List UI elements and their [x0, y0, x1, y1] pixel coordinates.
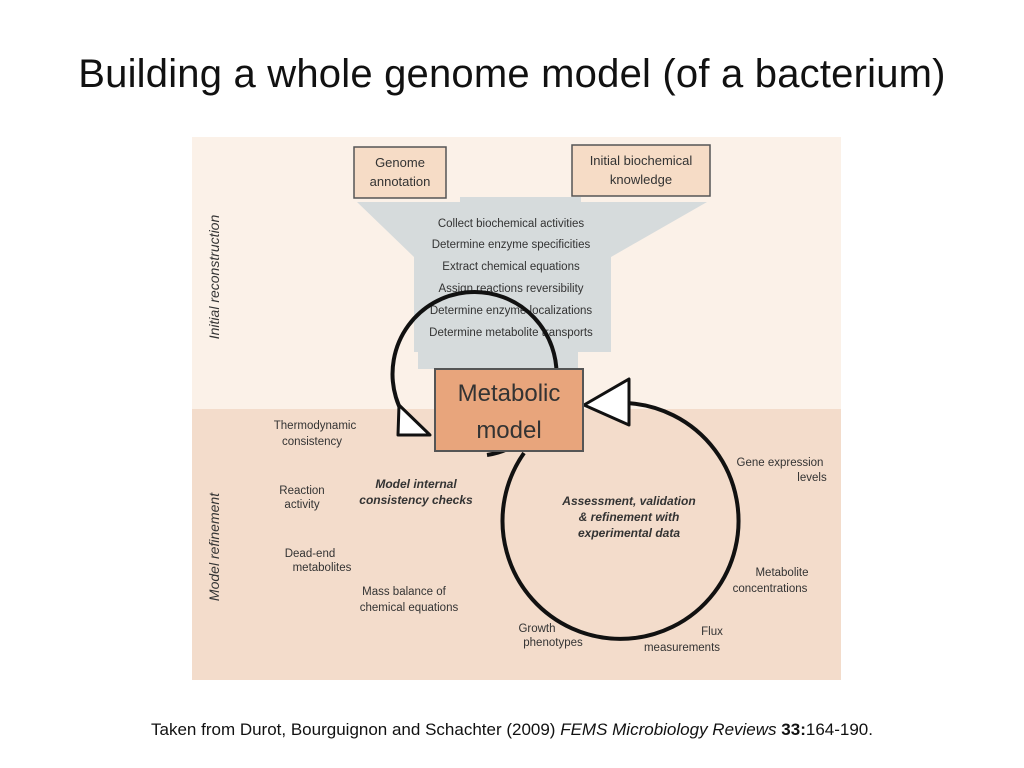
right-cycle-title-line2: & refinement with [579, 510, 680, 524]
citation-journal: FEMS Microbiology Reviews [560, 720, 777, 739]
left-cycle-labels: Thermodynamic consistency Reaction activ… [274, 420, 459, 614]
citation-volume: 33: [781, 720, 806, 739]
right-cycle-arrowhead [582, 377, 631, 427]
phase-label-refinement: Model refinement [206, 492, 222, 601]
left-cycle-arrowhead [396, 403, 432, 437]
phase-label-initial: Initial reconstruction [206, 215, 222, 340]
right-cycle-labels: Gene expression levels Metabolite concen… [518, 457, 826, 654]
genome-annotation-line1: Genome [375, 155, 425, 170]
thermodynamic-label-line1: Thermodynamic [274, 420, 357, 432]
gene-expression-label-line1: Gene expression [737, 457, 824, 469]
right-cycle-title-line1: Assessment, validation [561, 494, 695, 508]
biochemical-knowledge-box: Initial biochemical knowledge [571, 144, 711, 197]
step-item: Collect biochemical activities [438, 218, 585, 230]
metabolic-model-line1: Metabolic [458, 380, 561, 407]
slide-title: Building a whole genome model (of a bact… [78, 52, 946, 96]
flux-label-line1: Flux [701, 626, 723, 638]
reaction-activity-label-line1: Reaction [279, 485, 324, 497]
reconstruction-steps: Collect biochemical activities Determine… [429, 218, 593, 339]
left-cycle-title-line2: consistency checks [359, 493, 473, 507]
genome-annotation-box: Genome annotation [353, 146, 447, 199]
flux-label-line2: measurements [644, 642, 720, 654]
right-cycle-arc [500, 401, 741, 641]
citation-authors: Taken from Durot, Bourguignon and Schach… [151, 720, 561, 739]
metabolic-model-diagram: Initial reconstruction Model refinement … [192, 137, 841, 680]
right-cycle: Assessment, validation & refinement with… [500, 377, 741, 641]
step-item: Determine metabolite transports [429, 327, 593, 339]
citation-pages: 164-190. [805, 720, 873, 739]
mass-balance-label-line1: Mass balance of [362, 586, 447, 598]
step-item: Extract chemical equations [442, 261, 580, 273]
growth-label-line2: phenotypes [523, 637, 583, 649]
metabolic-model-box: Metabolic model [434, 368, 584, 452]
thermodynamic-label-line2: consistency [282, 436, 342, 448]
reaction-activity-label-line2: activity [284, 499, 319, 511]
growth-label-line1: Growth [518, 623, 555, 635]
genome-annotation-line2: annotation [370, 174, 431, 189]
dead-end-label-line1: Dead-end [285, 548, 336, 560]
mass-balance-label-line2: chemical equations [360, 602, 459, 614]
model-refinement-panel [192, 409, 841, 680]
citation: Taken from Durot, Bourguignon and Schach… [0, 720, 1024, 740]
dead-end-label-line2: metabolites [293, 562, 352, 574]
metabolic-model-line2: model [476, 417, 541, 444]
funnel-shape [357, 197, 707, 369]
biochemical-knowledge-line1: Initial biochemical [590, 153, 693, 168]
left-cycle-title-line1: Model internal [375, 477, 457, 491]
right-cycle-title-line3: experimental data [578, 526, 680, 540]
biochemical-knowledge-line2: knowledge [610, 172, 672, 187]
step-item: Determine enzyme specificities [432, 239, 591, 251]
gene-expression-label-line2: levels [797, 472, 827, 484]
metabolite-label-line1: Metabolite [755, 567, 808, 579]
metabolite-label-line2: concentrations [733, 583, 808, 595]
step-item: Determine enzyme localizations [430, 305, 593, 317]
